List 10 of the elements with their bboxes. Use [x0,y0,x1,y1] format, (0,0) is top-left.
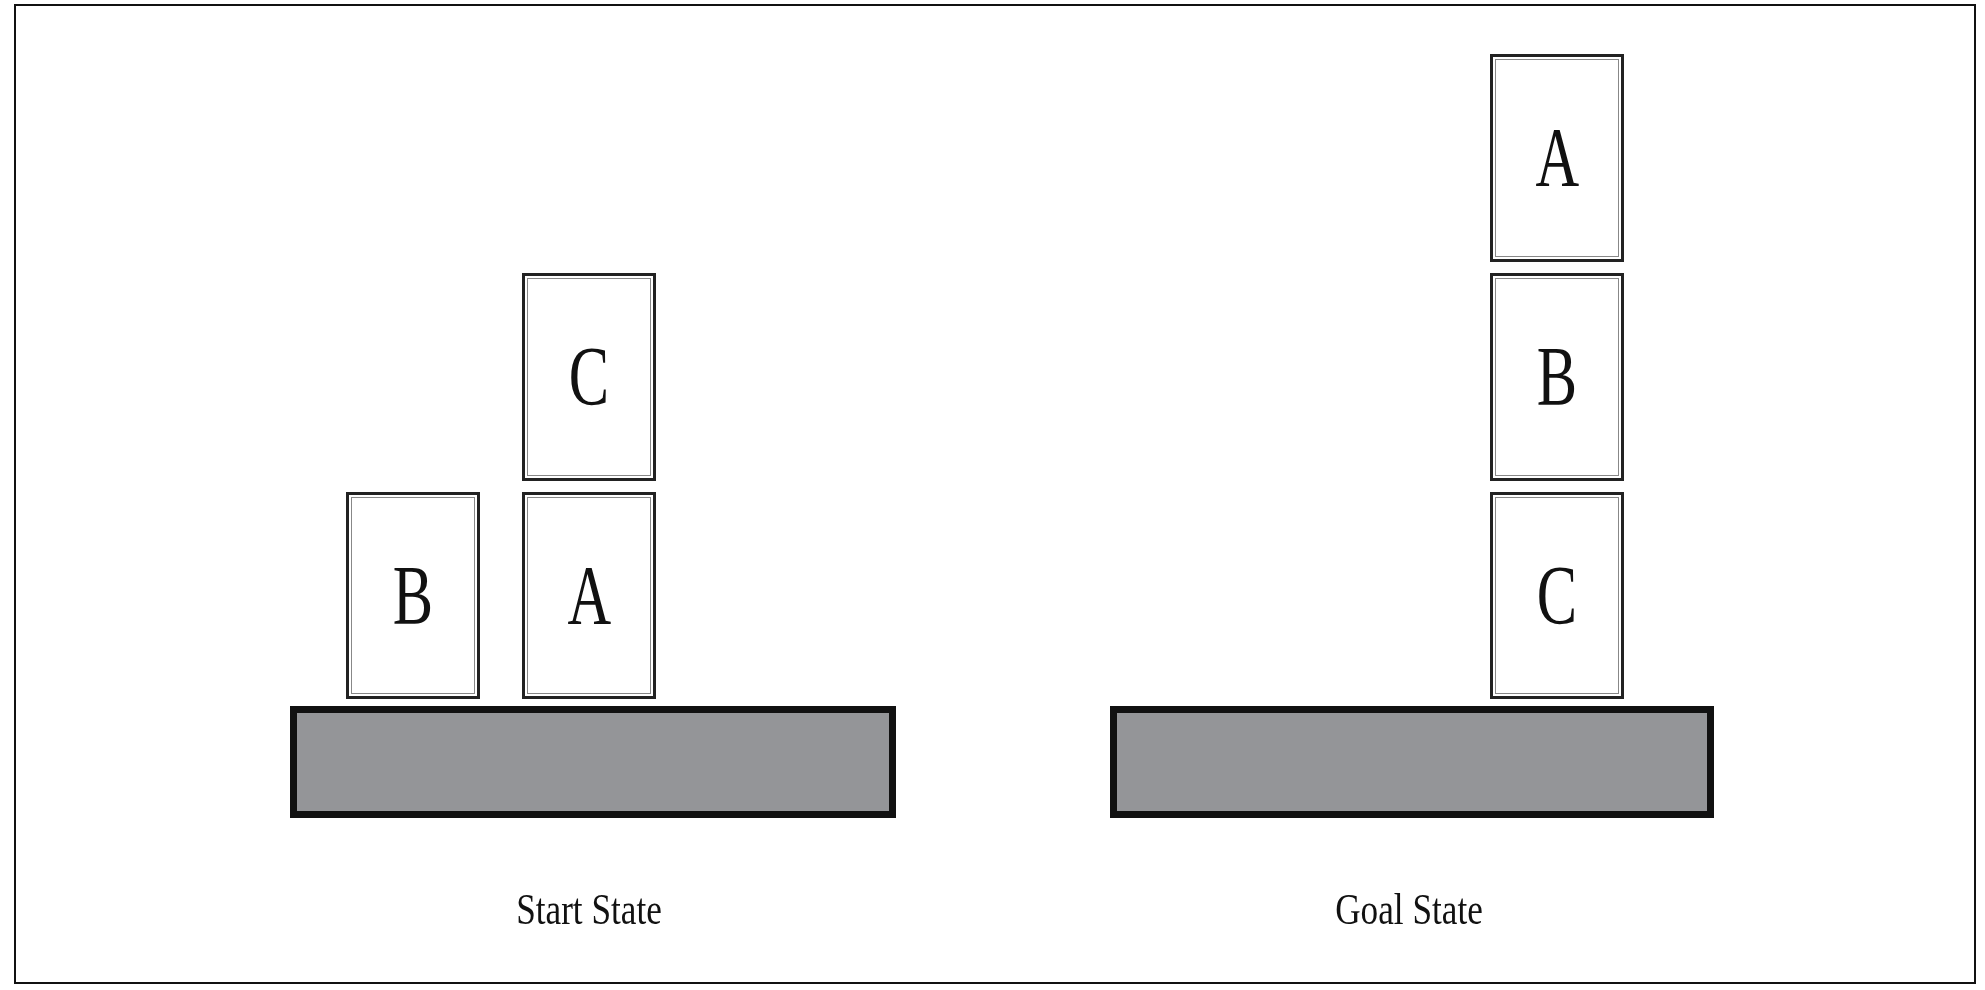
state-caption: Start State [516,884,662,935]
letter-block: C [522,273,656,481]
table-surface [1110,706,1714,818]
letter-block: B [346,492,480,699]
letter-block: A [1490,54,1624,262]
letter-block: A [522,492,656,699]
table-surface [290,706,896,818]
state-caption: Goal State [1335,884,1483,935]
letter-block: B [1490,273,1624,481]
letter-block: C [1490,492,1624,699]
